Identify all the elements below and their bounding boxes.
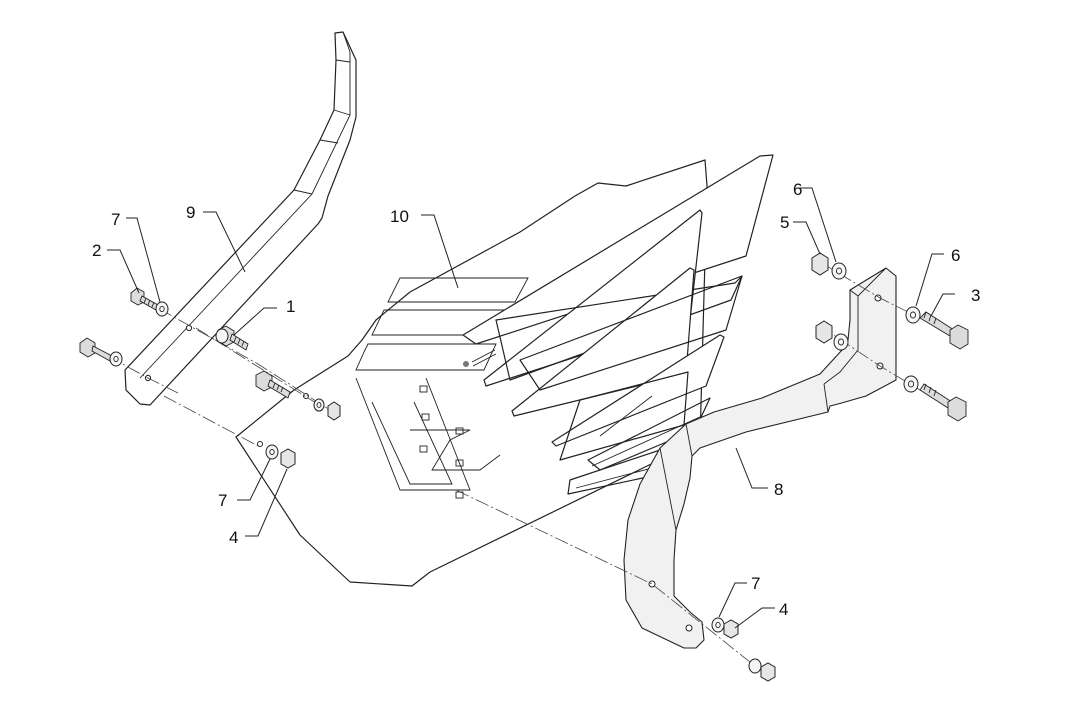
callout-6-top: 6 <box>793 180 802 199</box>
washers-and-nuts <box>109 252 921 682</box>
callout-10: 10 <box>390 207 409 226</box>
callout-7-bottom-right: 7 <box>751 574 760 593</box>
callout-2: 2 <box>92 241 101 260</box>
callout-labels: 1 2 7 9 10 6 5 6 3 8 7 4 7 4 <box>92 180 980 619</box>
screw-3 <box>919 311 969 350</box>
callout-9: 9 <box>186 203 195 222</box>
callout-3: 3 <box>971 286 980 305</box>
screw-left-lower <box>79 337 113 362</box>
callout-5: 5 <box>780 213 789 232</box>
callout-1: 1 <box>286 297 295 316</box>
callout-7-top-left: 7 <box>111 210 120 229</box>
screw-lower <box>255 370 291 399</box>
callout-6-right: 6 <box>951 246 960 265</box>
deflector-fins <box>462 154 774 495</box>
callout-8: 8 <box>774 480 783 499</box>
callout-4-lower-left: 4 <box>229 528 238 547</box>
callout-4-bottom-right: 4 <box>779 600 788 619</box>
screw-2 <box>130 287 159 311</box>
callout-7-lower-left: 7 <box>218 491 227 510</box>
screw-right-lower <box>919 383 967 422</box>
part-9-support-strip <box>124 31 357 406</box>
part-8-bracket <box>623 267 897 649</box>
leader-lines <box>107 187 955 629</box>
